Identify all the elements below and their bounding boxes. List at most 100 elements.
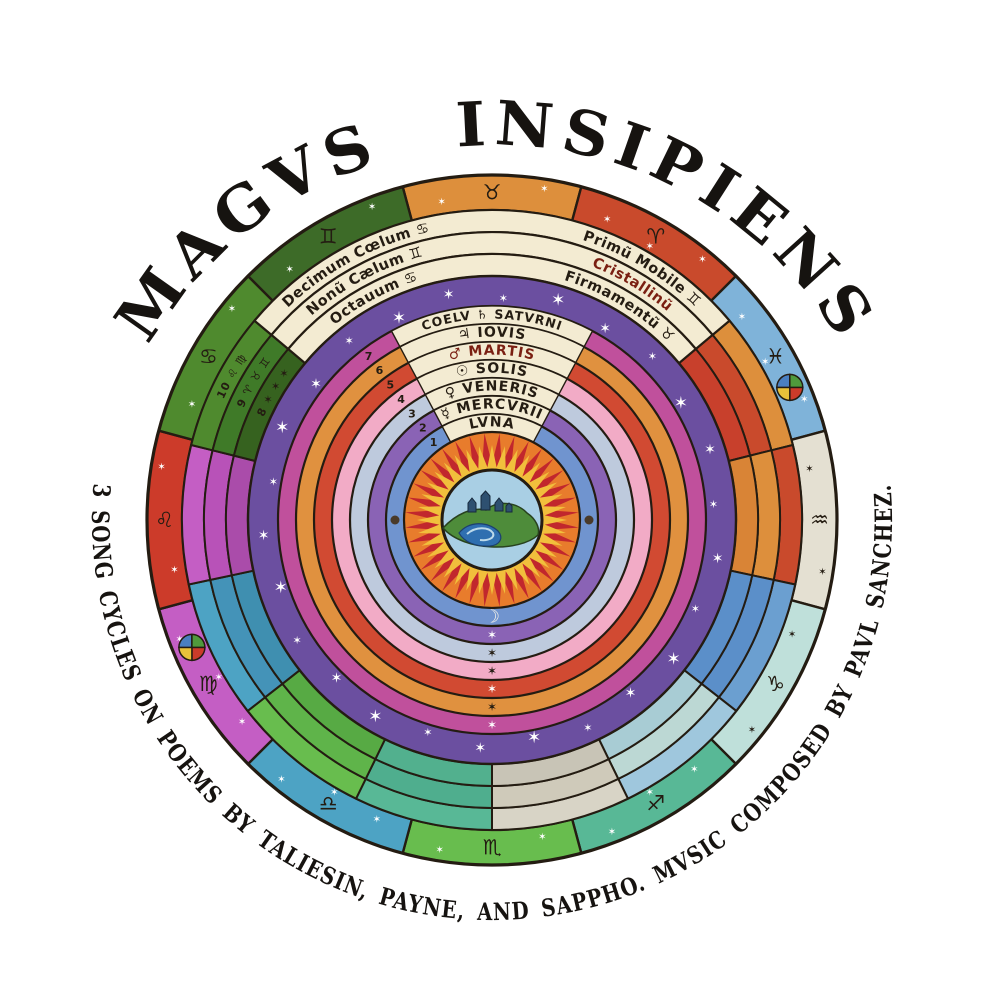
ring-label-solis: ☉ SOLIS (455, 361, 530, 381)
zodiac-star: ✶ (157, 462, 165, 473)
zodiac-glyph-cancer: ♋ (199, 344, 218, 368)
zodiac-star: ✶ (818, 567, 826, 578)
ring-label-veneris-text: ♀ VENERIS (443, 378, 539, 402)
color-wheel-quadrant (191, 633, 206, 649)
firmament-star: ✶ (269, 476, 278, 489)
zodiac-glyph-sagittarius: ♐ (646, 792, 665, 816)
firmament-star: ✶ (331, 670, 343, 686)
ring-number-veneris: 3 (408, 407, 416, 420)
firmament-star: ✶ (344, 335, 353, 348)
zodiac-star: ✶ (277, 775, 285, 786)
zodiac-glyph-capricorn: ♑ (766, 672, 785, 696)
firmament-star: ✶ (599, 321, 611, 337)
ring-number-martis: 5 (386, 379, 394, 392)
zodiac-glyph-leo: ♌ (155, 508, 174, 532)
zodiac-star: ✶ (646, 241, 654, 252)
zodiac-star: ✶ (228, 304, 236, 315)
ring-bottom-glyph-veneris: ✶ (487, 646, 497, 660)
firmament-star: ✶ (709, 498, 718, 511)
zodiac-star: ✶ (436, 845, 444, 856)
zodiac-star: ✶ (646, 788, 654, 799)
firmament-star: ✶ (691, 603, 700, 616)
outer-outline (145, 173, 839, 867)
zodiac-star: ✶ (788, 630, 796, 641)
firmament-star: ✶ (368, 707, 382, 727)
ring-label-luna-text: LVNA (468, 414, 515, 433)
ring-number-saturni: 7 (365, 350, 373, 363)
firmament-star: ✶ (551, 291, 565, 311)
firmament-star: ✶ (527, 728, 541, 748)
zodiac-star: ✶ (368, 202, 376, 213)
zodiac-glyph-taurus: ♉ (483, 181, 502, 205)
firmament-star: ✶ (275, 418, 289, 438)
pivot-dot (584, 515, 594, 525)
zodiac-glyph-pisces: ♓ (766, 344, 785, 368)
color-wheel-icon (178, 633, 206, 662)
ring-label-martis-text: ♂ MARTIS (447, 343, 536, 364)
zodiac-star: ✶ (170, 565, 178, 576)
zodiac-star: ✶ (373, 815, 381, 826)
color-wheel-quadrant (789, 373, 804, 389)
firmament-star: ✶ (666, 650, 680, 670)
firmament-star: ✶ (712, 551, 724, 567)
firmament-star: ✶ (583, 721, 592, 734)
ring-bottom-glyph-iovis: ✶ (487, 700, 497, 714)
zodiac-star: ✶ (238, 717, 246, 728)
ring-number-solis: 4 (397, 393, 405, 406)
earth-city (467, 490, 513, 513)
firmament-star: ✶ (292, 634, 301, 647)
firmament-star: ✶ (704, 442, 716, 458)
firmament-star: ✶ (310, 377, 322, 393)
zodiac-star: ✶ (188, 399, 196, 410)
zodiac-star: ✶ (538, 832, 546, 843)
zodiac-star: ✶ (738, 312, 746, 323)
zodiac-star: ✶ (286, 265, 294, 276)
earth-globe (440, 468, 544, 572)
zodiac-star: ✶ (603, 214, 611, 225)
ring-bottom-glyph-martis: ✶ (487, 682, 497, 696)
ring-bottom-glyph-saturni: ✶ (487, 718, 497, 732)
zodiac-star: ✶ (438, 197, 446, 208)
zodiac-star: ✶ (698, 255, 706, 266)
ring-label-martis: ♂ MARTIS (447, 343, 537, 364)
zodiac-star: ✶ (330, 788, 338, 799)
zodiac-glyph-libra: ♎ (319, 792, 338, 816)
firmament-star: ✶ (274, 578, 288, 598)
ring-label-veneris: ♀ VENERIS (443, 378, 540, 402)
firmament-star: ✶ (474, 741, 486, 757)
firmament-star: ✶ (625, 686, 637, 702)
zodiac-glyph-aries: ♈ (646, 224, 665, 248)
earth-sea-swirl (466, 527, 495, 542)
zodiac-glyph-gemini: ♊ (319, 224, 338, 248)
zodiac-star: ✶ (540, 184, 548, 195)
color-wheel-icon (776, 373, 804, 402)
zodiac-star: ✶ (800, 395, 808, 406)
ring-bottom-glyph-solis: ✶ (487, 664, 497, 678)
zodiac-star: ✶ (690, 764, 698, 775)
ring-bottom-glyph-luna: ☽ (484, 607, 500, 628)
zodiac-star: ✶ (215, 672, 223, 683)
ring-label-luna: LVNA (468, 414, 516, 433)
pivot-dot (390, 515, 400, 525)
zodiac-star: ✶ (805, 464, 813, 475)
firmament-star: ✶ (674, 393, 688, 413)
firmament-star: ✶ (443, 287, 455, 303)
zodiac-star: ✶ (761, 357, 769, 368)
firmament-star: ✶ (258, 528, 270, 544)
firmament-star: ✶ (423, 726, 432, 739)
ring-number-mercurii: 2 (419, 422, 427, 435)
zodiac-glyph-virgo: ♍ (199, 672, 218, 696)
zodiac-glyph-scorpio: ♏ (483, 836, 502, 860)
firmament-star: ✶ (392, 308, 406, 328)
ring-number-iovis: 6 (376, 364, 384, 377)
zodiac-star: ✶ (748, 725, 756, 736)
firmament-star: ✶ (499, 292, 508, 305)
ring-label-solis-text: ☉ SOLIS (455, 361, 529, 381)
zodiac-glyph-aquarius: ♒ (810, 508, 829, 532)
spheres-diagram: ♉✶✶♈✶✶✶♓✶✶✶♒✶✶♑✶✶♐✶✶✶♏✶✶♎✶✶✶♍✶✶✶♌✶✶♋✶✶♊✶… (145, 173, 839, 867)
zodiac-star: ✶ (176, 634, 184, 645)
firmament-star: ✶ (648, 350, 657, 363)
ring-bottom-glyph-mercurii: ✶ (487, 628, 497, 642)
